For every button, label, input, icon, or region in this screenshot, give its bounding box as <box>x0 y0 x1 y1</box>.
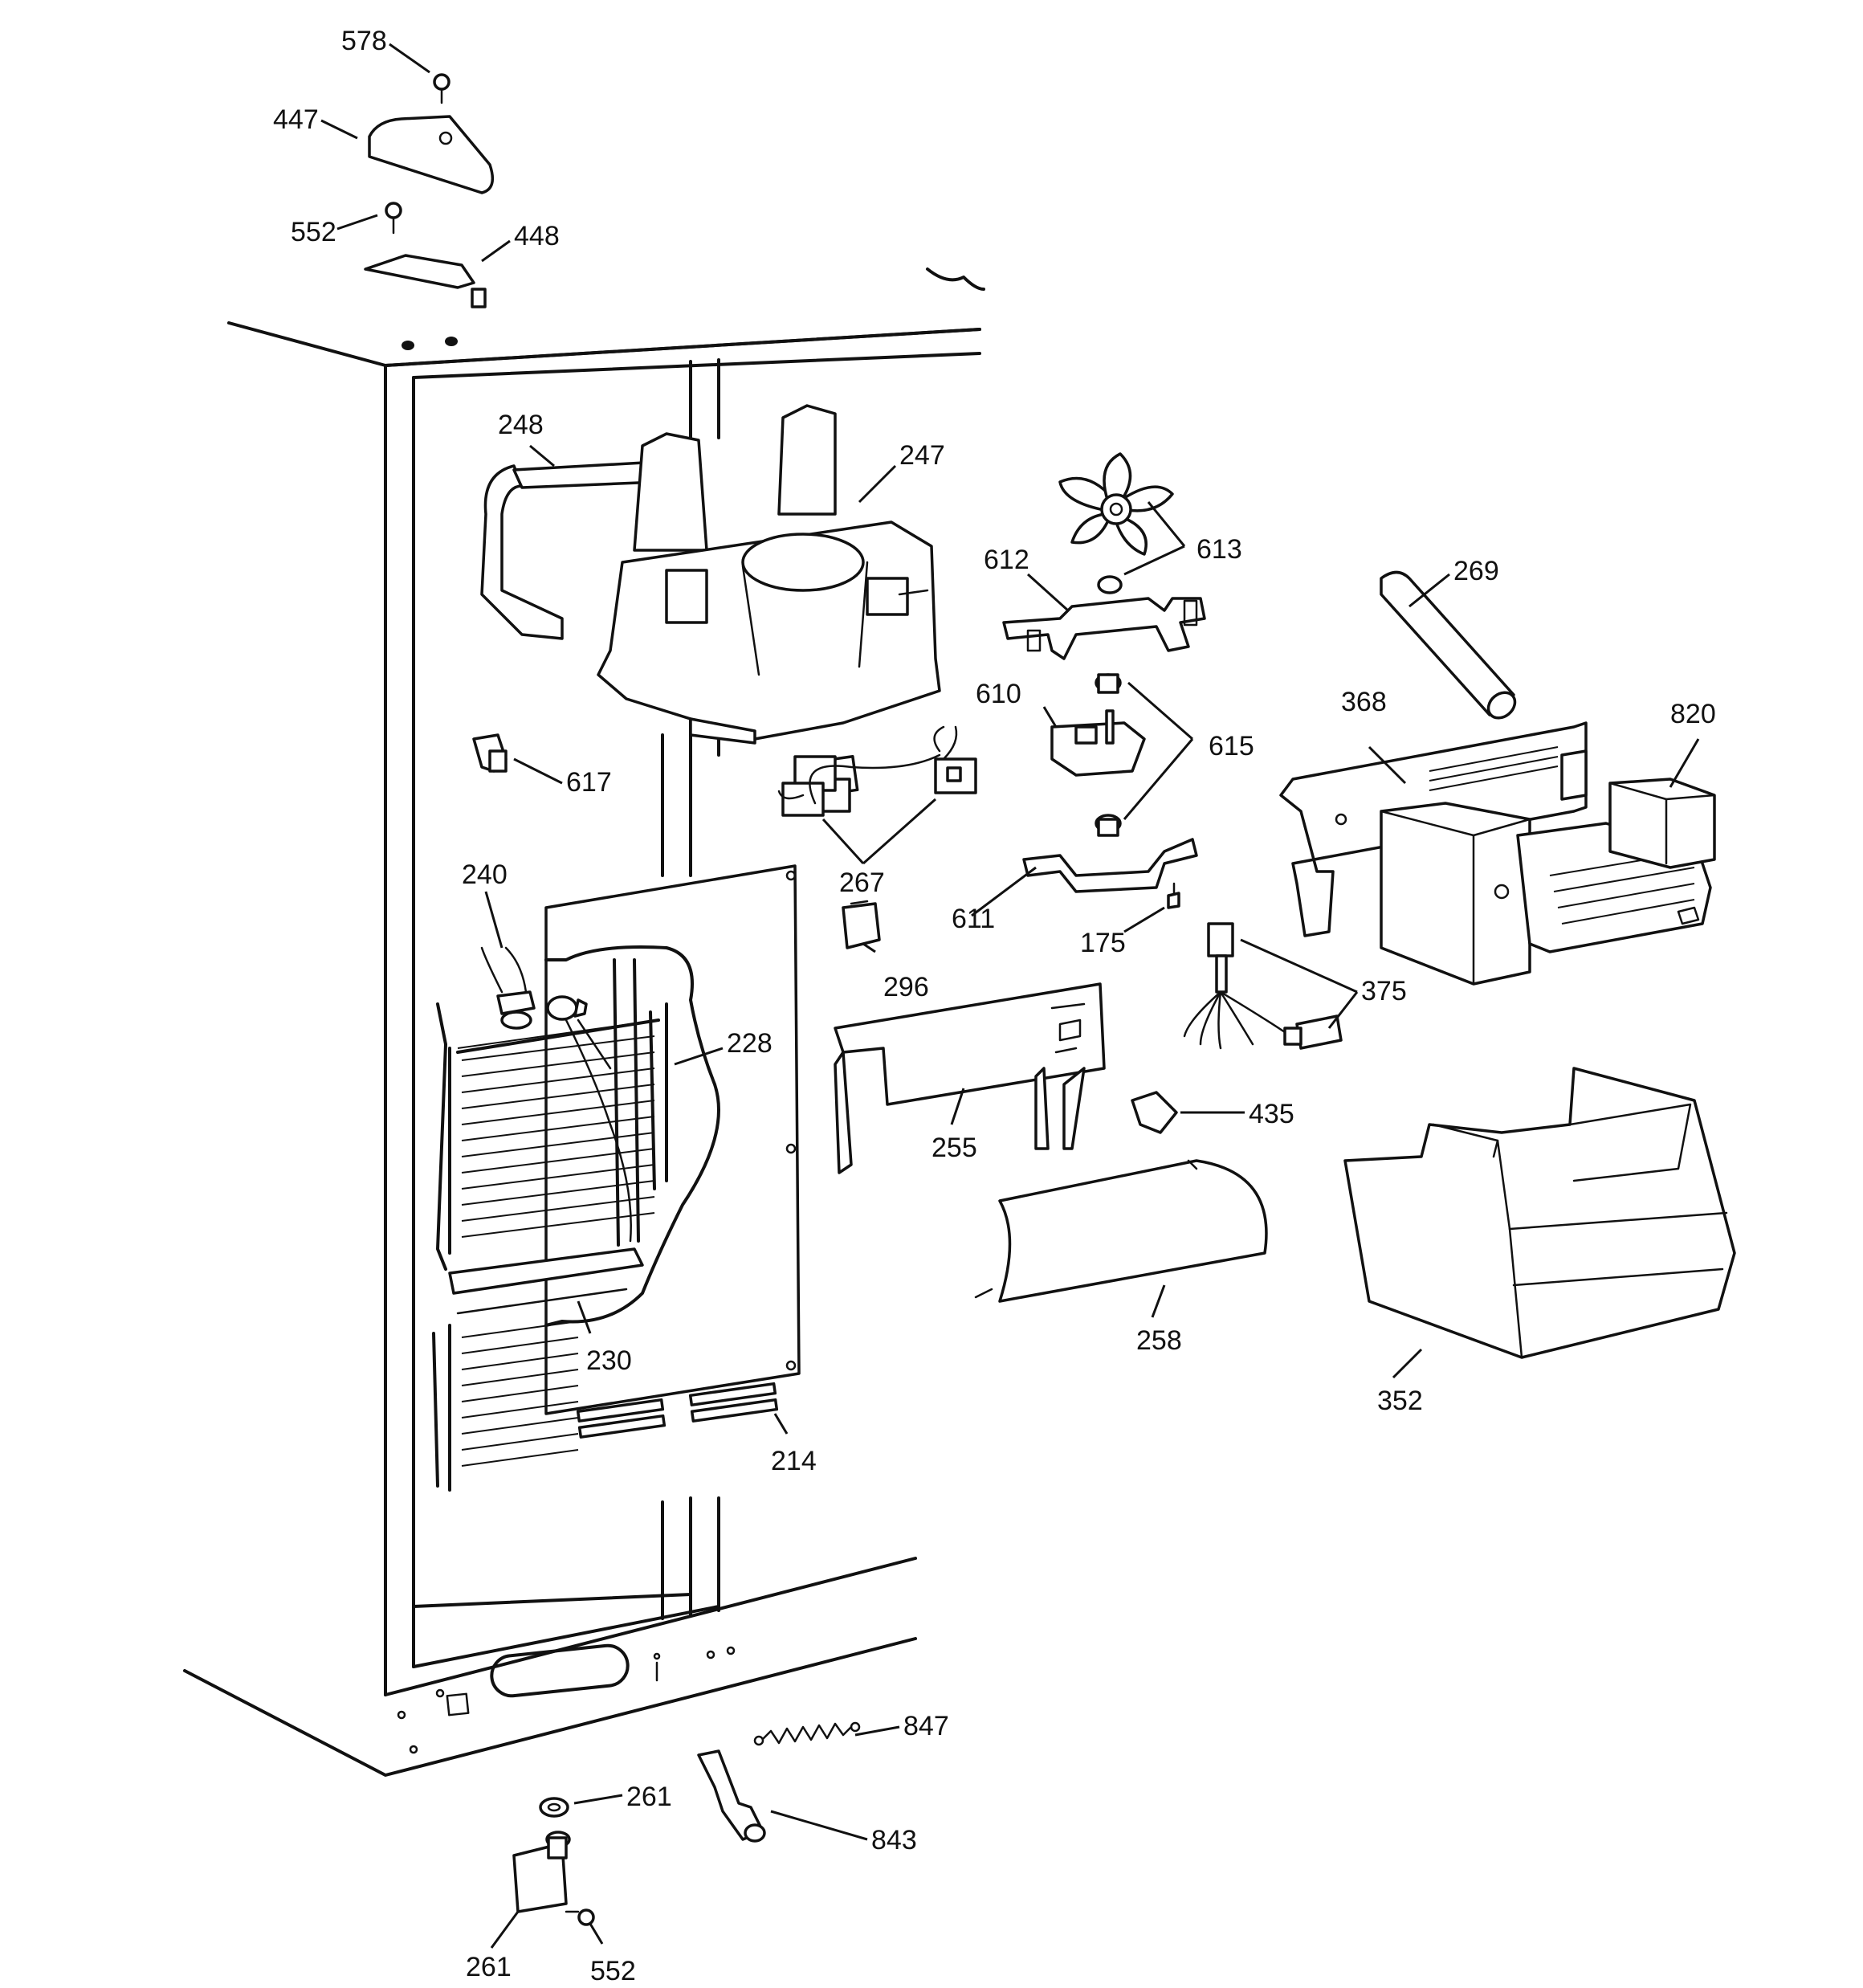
tube-248 <box>480 464 564 640</box>
housing-247 <box>597 404 941 745</box>
label-261-washer: 261 <box>626 1782 672 1812</box>
label-269: 269 <box>1453 556 1499 586</box>
leader-lines <box>320 43 1700 1949</box>
top-hinge-parts <box>364 73 495 308</box>
label-296: 296 <box>883 972 929 1002</box>
cover-258 <box>974 1159 1268 1303</box>
bracket-612 <box>1002 597 1206 660</box>
washer-261-icon <box>539 1797 569 1818</box>
part-labels: 578 447 552 448 248 247 613 612 269 610 … <box>273 26 1716 1986</box>
label-247: 247 <box>899 440 945 471</box>
label-615: 615 <box>1209 731 1254 761</box>
tube-269 <box>1380 570 1517 720</box>
switch-617 <box>472 733 508 773</box>
label-240: 240 <box>462 859 508 890</box>
screw-578-icon <box>433 73 450 104</box>
label-611: 611 <box>952 904 995 934</box>
harness-267 <box>777 725 977 817</box>
bracket-611 <box>1022 838 1198 893</box>
label-255: 255 <box>932 1133 977 1163</box>
label-843: 843 <box>871 1825 917 1855</box>
label-847: 847 <box>903 1711 949 1741</box>
label-214: 214 <box>771 1446 817 1476</box>
part-435 <box>1131 1091 1178 1134</box>
label-175: 175 <box>1080 928 1126 958</box>
label-617: 617 <box>566 767 612 798</box>
motor-610 <box>1050 673 1146 837</box>
spring-847 <box>761 1722 853 1745</box>
bottom-hinge-parts <box>512 1721 861 1926</box>
bracket-255 <box>834 982 1106 1174</box>
ice-bucket-352 <box>1343 1067 1736 1359</box>
label-248: 248 <box>498 410 544 440</box>
label-375: 375 <box>1361 976 1407 1006</box>
label-820: 820 <box>1670 699 1716 729</box>
harness-375 <box>1183 922 1343 1050</box>
cabinet-outline <box>183 267 985 1777</box>
screw-175-icon <box>1167 882 1180 909</box>
label-447: 447 <box>273 104 319 135</box>
label-228: 228 <box>727 1028 773 1059</box>
label-552-bottom: 552 <box>590 1956 636 1986</box>
label-258: 258 <box>1136 1325 1182 1356</box>
top-hinge-448 <box>364 254 475 289</box>
label-230: 230 <box>586 1345 632 1376</box>
label-448: 448 <box>514 221 560 251</box>
bottom-hinge-261 <box>512 1842 568 1913</box>
hinge-cover-447 <box>368 115 495 194</box>
label-612: 612 <box>984 545 1029 575</box>
fan-blade-613 <box>1058 452 1174 594</box>
relay-296 <box>842 900 881 949</box>
label-552-top: 552 <box>291 217 336 247</box>
label-578: 578 <box>341 26 387 56</box>
label-261-hinge: 261 <box>466 1952 512 1982</box>
label-267: 267 <box>839 867 885 898</box>
label-610: 610 <box>976 679 1021 709</box>
label-368: 368 <box>1341 687 1387 717</box>
evaporator-assembly <box>432 864 801 1492</box>
screw-552-top-icon <box>385 202 402 235</box>
label-352: 352 <box>1377 1386 1423 1416</box>
ice-maker-820 <box>1380 778 1716 986</box>
label-435: 435 <box>1249 1099 1294 1129</box>
screw-552-bottom-icon <box>565 1908 595 1926</box>
label-613: 613 <box>1196 534 1242 565</box>
